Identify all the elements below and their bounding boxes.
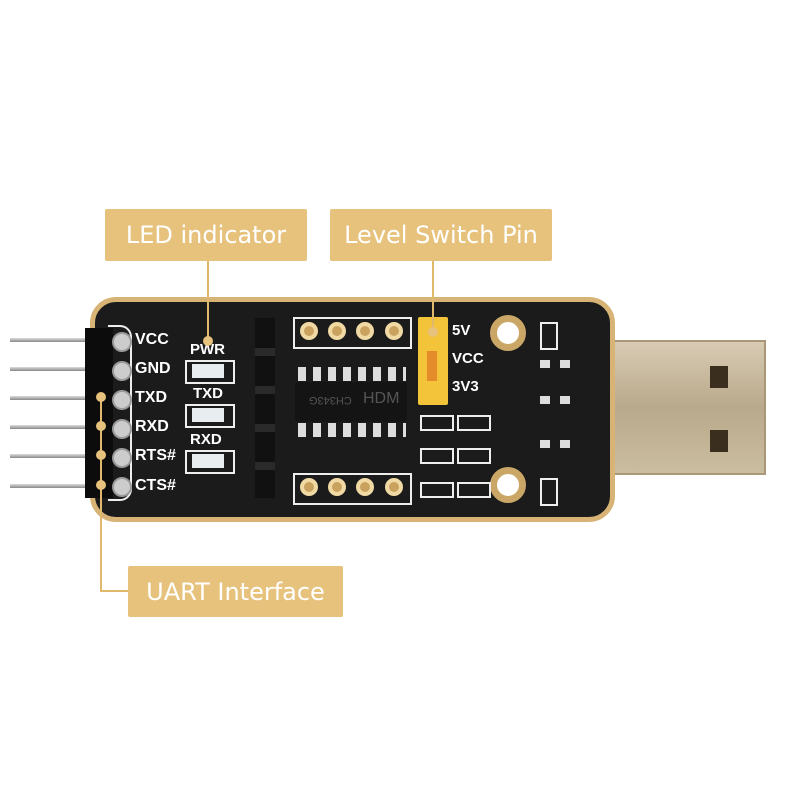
pin-label-vcc: VCC (135, 331, 169, 348)
ch343g-chip: CH343G HDM (295, 382, 407, 422)
switch-label-vcc: VCC (452, 350, 484, 367)
callout-uart-interface: UART Interface (128, 566, 343, 617)
led-label-txd: TXD (193, 385, 223, 402)
led-rxd (192, 454, 224, 468)
pin-label-rts: RTS# (135, 447, 176, 464)
led-label-rxd: RXD (190, 431, 222, 448)
pin-label-gnd: GND (135, 360, 171, 377)
chip-brand: HDM (363, 390, 400, 407)
switch-label-3v3: 3V3 (452, 378, 479, 395)
chip-marking: CH343G (309, 394, 352, 406)
pin-label-txd: TXD (135, 389, 167, 406)
led-pwr (192, 364, 224, 378)
pin-label-rxd: RXD (135, 418, 169, 435)
pin-label-cts: CTS# (135, 477, 176, 494)
pin-header (85, 328, 113, 498)
switch-label-5v: 5V (452, 322, 471, 339)
led-txd (192, 408, 224, 422)
led-label-pwr: PWR (190, 341, 225, 358)
callout-led-indicator: LED indicator (105, 209, 307, 261)
callout-level-switch-pin: Level Switch Pin (330, 209, 552, 261)
